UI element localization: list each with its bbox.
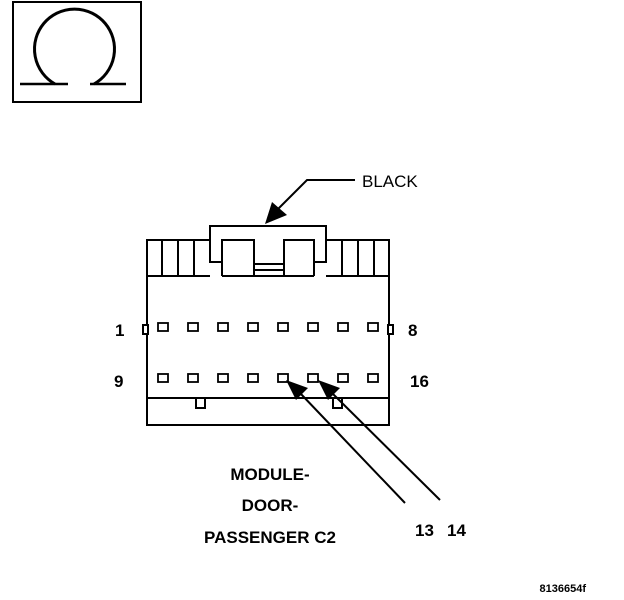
pin-cavity [187,373,199,383]
pin-cavity [337,373,349,383]
pin-cavity [277,373,289,383]
pin-cavity [307,322,319,332]
pin-1-label: 1 [115,321,124,340]
pin-cavity [367,322,379,332]
pin-callout-leaders [286,380,441,504]
pin-cavity [187,322,199,332]
pin-cavity [217,373,229,383]
pin-cavity [367,373,379,383]
pin-cavity [157,373,169,383]
pin-13-label: 13 [415,521,434,540]
connector-name-line-2: DOOR- [242,496,299,515]
pin-cavity [217,322,229,332]
pin-cavity [247,322,259,332]
connector-name-line-1: MODULE- [230,465,309,484]
figure-id: 8136654f [540,583,587,595]
pin-cavity [307,373,319,383]
pin-8-label: 8 [408,321,417,340]
pin-cavity [157,322,169,332]
connector-color-label: BLACK [362,172,418,191]
connector-body [142,225,394,426]
pin-cavity [247,373,259,383]
pin-row-2 [157,373,379,383]
connector-name-line-3: PASSENGER C2 [204,528,336,547]
pin-9-label: 9 [114,372,123,391]
connector-view-icon [12,1,142,103]
color-callout-leader [265,179,355,224]
pin-16-label: 16 [410,372,429,391]
pin-cavity [337,322,349,332]
pin-14-label: 14 [447,521,466,540]
pin-row-1 [157,322,379,332]
pin-cavity [277,322,289,332]
